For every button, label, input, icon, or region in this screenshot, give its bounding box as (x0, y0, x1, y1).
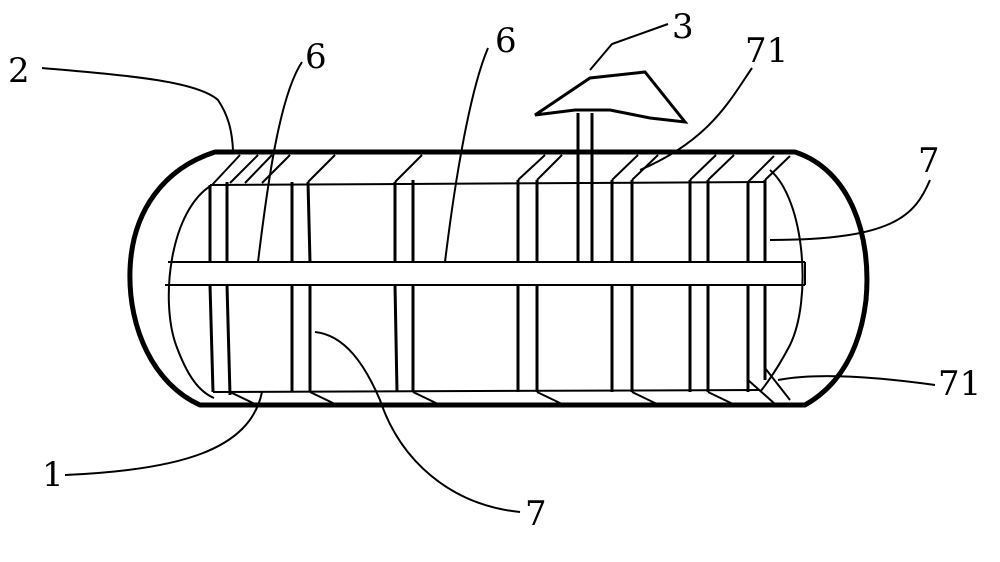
frame-v (210, 285, 213, 392)
mid-partition (165, 262, 805, 285)
frame-verticals (210, 180, 765, 395)
rib (245, 155, 272, 183)
rib (413, 392, 438, 404)
rib (230, 392, 255, 404)
bottom-ribs (230, 368, 790, 404)
rib (632, 392, 657, 404)
leader-71-bottom (778, 376, 935, 385)
rib (612, 155, 638, 180)
rib (748, 380, 775, 404)
tank-shell (130, 152, 867, 405)
label-71-top: 71 (745, 31, 788, 71)
rib (708, 392, 733, 404)
rib (230, 155, 258, 183)
outlet-cap (535, 72, 685, 122)
label-7-bottom: 7 (525, 494, 547, 534)
label-1: 1 (42, 455, 64, 495)
label-3: 3 (672, 7, 694, 47)
leader-lines (42, 24, 935, 512)
rib (262, 155, 290, 183)
leader-3 (590, 24, 668, 70)
leader-7-bottom (315, 332, 520, 512)
top-ribs (212, 155, 790, 185)
rib (765, 368, 790, 400)
label-6-mid: 6 (495, 21, 517, 61)
leader-2 (42, 68, 233, 150)
label-71-bottom: 71 (938, 364, 981, 404)
label-6-left: 6 (305, 37, 327, 77)
inner-left-curve (169, 185, 214, 398)
label-7-right: 7 (918, 141, 940, 181)
top-outlet (535, 72, 685, 262)
frame-v (308, 182, 310, 262)
frame-v (395, 285, 397, 392)
leader-6b (445, 48, 488, 262)
rib (308, 155, 335, 182)
shell-outline (130, 152, 867, 405)
label-2: 2 (8, 51, 30, 91)
rib (748, 156, 774, 182)
frame-h-bottom (213, 390, 760, 392)
rib (212, 155, 240, 185)
frame-v (227, 285, 230, 395)
rib (395, 155, 422, 182)
rib (310, 392, 335, 404)
rib (537, 392, 562, 404)
